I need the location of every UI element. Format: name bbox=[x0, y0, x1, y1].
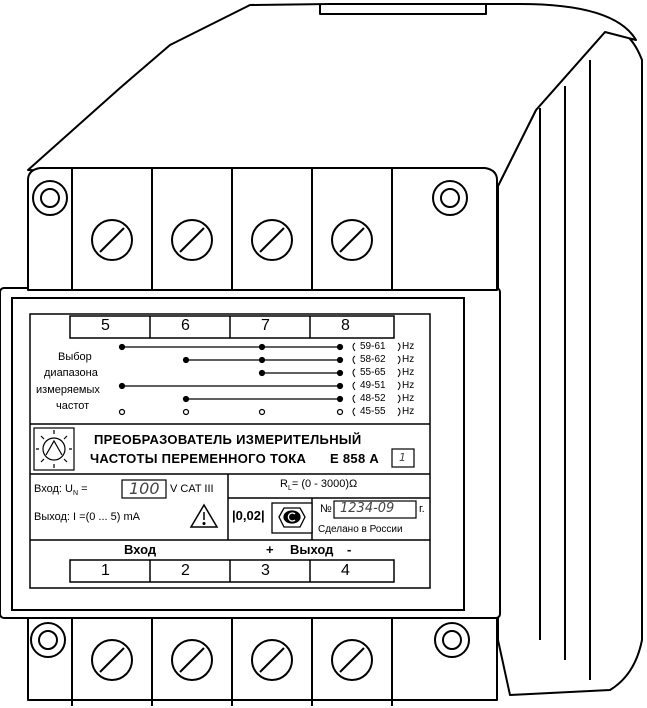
serial-suffix: г. bbox=[419, 503, 425, 515]
case-top bbox=[27, 3, 637, 187]
output-terminals-label: Выход bbox=[290, 542, 334, 557]
manufacturer-logo-icon bbox=[33, 427, 75, 471]
input-voltage-value: 100 bbox=[129, 479, 160, 498]
bottom-terminal-3: 3 bbox=[261, 562, 270, 579]
range-unit-5: Hz bbox=[402, 393, 415, 404]
range-label-line-2: диапазона bbox=[44, 367, 98, 379]
range-unit-6: Hz bbox=[402, 406, 415, 417]
certification-mark-icon bbox=[271, 502, 313, 534]
range-unit-3: Hz bbox=[402, 367, 415, 378]
top-terminal-8: 8 bbox=[341, 317, 350, 334]
accuracy-class: |0,02| bbox=[232, 508, 265, 523]
range-label-line-3: измеряемых bbox=[36, 384, 100, 396]
input-voltage-unit: V CAT III bbox=[170, 483, 214, 495]
device-model-variant: 1 bbox=[399, 451, 406, 464]
output-current-label: Выход: I =(0 ... 5) mA bbox=[34, 511, 140, 523]
range-55-65: 55-65 bbox=[360, 367, 386, 378]
output-minus-label: - bbox=[347, 542, 352, 557]
range-unit-1: Hz bbox=[402, 341, 415, 352]
top-terminal-6: 6 bbox=[181, 317, 190, 334]
serial-number: 1234-09 bbox=[340, 501, 395, 516]
range-45-55: 45-55 bbox=[360, 406, 386, 417]
bottom-terminal-2: 2 bbox=[181, 562, 190, 579]
warning-triangle-icon bbox=[189, 503, 219, 528]
screw-terminal-icon bbox=[91, 639, 373, 681]
input-label: Вход: UN = bbox=[34, 483, 88, 498]
screw-terminal-icon bbox=[91, 219, 373, 261]
device-title-line-1: ПРЕОБРАЗОВАТЕЛЬ ИЗМЕРИТЕЛЬНЫЙ bbox=[94, 432, 362, 447]
input-terminals-label: Вход bbox=[124, 542, 157, 557]
output-plus-label: + bbox=[266, 542, 274, 557]
made-in-label: Сделано в России bbox=[318, 524, 403, 535]
serial-prefix: № bbox=[320, 503, 332, 515]
bottom-terminal-1: 1 bbox=[101, 562, 110, 579]
top-terminal-5: 5 bbox=[101, 317, 110, 334]
device-title-line-2: ЧАСТОТЫ ПЕРЕМЕННОГО ТОКА bbox=[90, 451, 307, 466]
range-label-line-1: Выбор bbox=[58, 351, 92, 363]
range-49-51: 49-51 bbox=[360, 380, 386, 391]
range-59-61: 59-61 bbox=[360, 341, 386, 352]
range-unit-4: Hz bbox=[402, 380, 415, 391]
top-terminal-7: 7 bbox=[261, 317, 270, 334]
bottom-terminal-4: 4 bbox=[341, 562, 350, 579]
load-resistance-label: RL= (0 - 3000)Ω bbox=[280, 478, 358, 493]
device-model: Е 858 А bbox=[330, 451, 380, 466]
range-label-line-4: частот bbox=[56, 400, 90, 412]
range-unit-2: Hz bbox=[402, 354, 415, 365]
range-58-62: 58-62 bbox=[360, 354, 386, 365]
range-48-52: 48-52 bbox=[360, 393, 386, 404]
